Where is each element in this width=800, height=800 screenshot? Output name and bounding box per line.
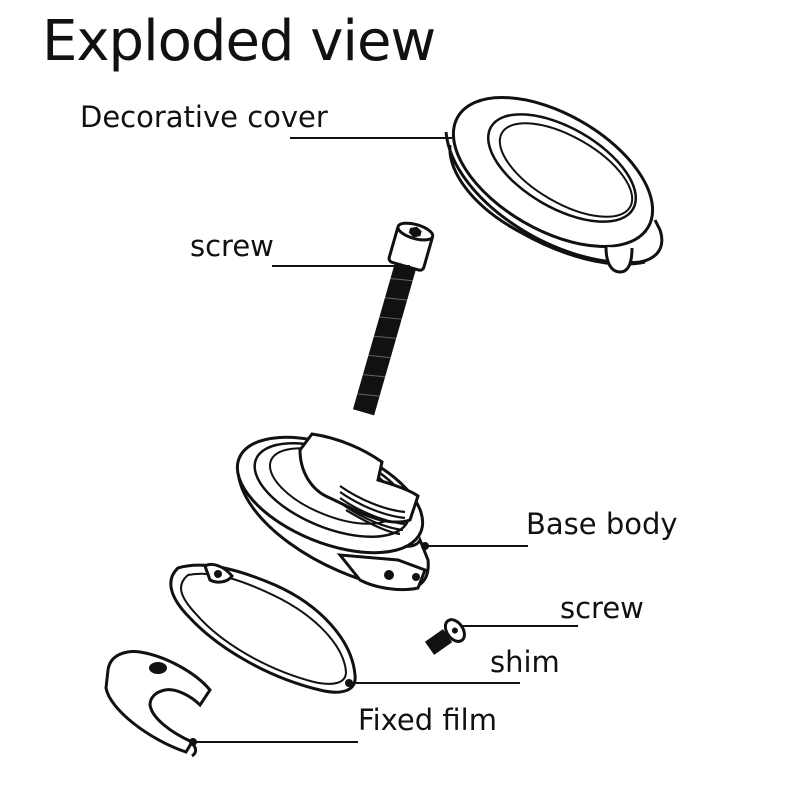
label-decorative-cover: Decorative cover [80, 100, 328, 134]
decorative-cover-part [444, 96, 664, 274]
label-base-body: Base body [526, 507, 678, 541]
diagram-title: Exploded view [42, 9, 436, 74]
long-screw-part [352, 221, 435, 416]
base-body-part [235, 432, 430, 592]
short-screw-part [424, 618, 466, 655]
leader-dots [189, 542, 429, 746]
label-fixed-film: Fixed film [358, 703, 497, 737]
shim-part [169, 562, 357, 694]
leader-lines [193, 137, 578, 743]
label-screw-long: screw [190, 229, 274, 263]
label-screw-short: screw [560, 591, 644, 625]
label-shim: shim [490, 645, 560, 679]
